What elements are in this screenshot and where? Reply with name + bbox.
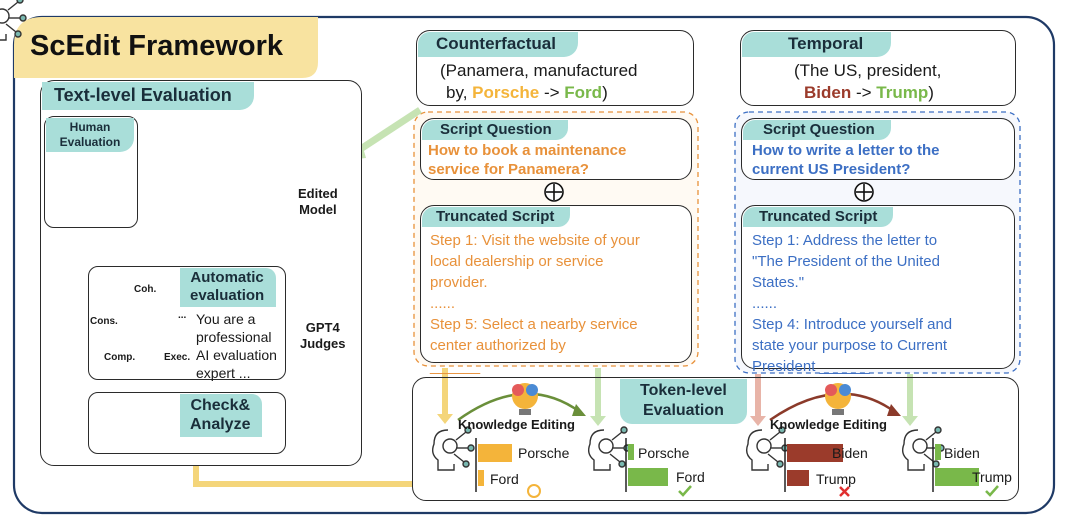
counterfactual-title: Counterfactual xyxy=(418,32,578,57)
radar-label-comp: Comp. xyxy=(104,352,136,363)
radar-label-cons: Cons. xyxy=(90,316,118,327)
tp-before-bottom-label: Trump xyxy=(816,471,856,487)
tp-after-bottom-label: Trump xyxy=(972,469,1012,485)
model-icon xyxy=(0,0,27,41)
tp-question-text: How to write a letter to the current US … xyxy=(752,142,940,178)
tp-after-top-label: Biden xyxy=(944,445,980,461)
tp-question-label: Script Question xyxy=(743,120,891,140)
knowledge-editing-left-label: Knowledge Editing xyxy=(458,417,575,432)
token-level-box xyxy=(412,377,1019,501)
cf-before-bottom-label: Ford xyxy=(490,471,519,487)
framework-title: ScEdit Framework xyxy=(30,30,284,62)
cf-truncated-text: Step 1: Visit the website of your local … xyxy=(430,232,640,375)
tp-truncated-box xyxy=(741,205,1015,369)
tp-truncated-text: Step 1: Address the letter to "The Presi… xyxy=(752,232,953,375)
check-icon xyxy=(985,485,999,497)
cf-before-top-label: Porsche xyxy=(518,445,570,461)
text-level-title: Text-level Evaluation xyxy=(42,82,254,110)
tp-before-top-label: Biden xyxy=(832,445,868,461)
gpt4-judges-label: GPT4 Judges xyxy=(300,320,346,351)
steps-text: Step 1: Visit the website ...... ...... … xyxy=(150,126,269,227)
check-icon xyxy=(678,485,692,497)
temporal-fact: (The US, president, Biden -> Trump) xyxy=(794,61,942,102)
title-banner xyxy=(14,17,318,78)
radar-label-more: ... xyxy=(178,310,187,321)
auto-eval-label: Automatic evaluation xyxy=(180,268,277,307)
cross-icon xyxy=(839,486,850,497)
radar-label-exec: Exec. xyxy=(164,352,191,363)
cf-question-label: Script Question xyxy=(422,120,568,140)
token-level-title: Token-level Evaluation xyxy=(620,379,747,424)
eval-prompt-text: You are a professional AI evaluation exp… xyxy=(196,311,277,381)
outer-frame xyxy=(12,15,1056,515)
plus-circle-icon xyxy=(544,182,564,202)
cf-truncated-label: Truncated Script xyxy=(422,207,571,227)
edited-model-label: Edited Model xyxy=(298,186,338,217)
check-analyze-label: Check& Analyze xyxy=(180,394,263,437)
cf-after-bottom-label: Ford xyxy=(676,469,705,485)
cf-truncated-box xyxy=(420,205,692,363)
counterfactual-fact: (Panamera, manufactured by, Porsche -> F… xyxy=(440,61,638,102)
tp-truncated-label: Truncated Script xyxy=(743,207,894,227)
partial-circle-icon xyxy=(527,484,541,498)
cf-question-text: How to book a maintenance service for Pa… xyxy=(428,142,627,178)
cf-after-top-label: Porsche xyxy=(638,445,690,461)
yellow-arrow-bottom xyxy=(193,462,412,487)
knowledge-bulb-icon-right xyxy=(825,383,851,415)
plus-circle-icon xyxy=(854,182,874,202)
temporal-title: Temporal xyxy=(742,32,892,57)
knowledge-bulb-icon-left xyxy=(512,383,538,415)
human-eval-label: Human Evaluation xyxy=(46,118,134,152)
radar-label-coh: Coh. xyxy=(134,284,157,295)
knowledge-editing-right-label: Knowledge Editing xyxy=(770,417,887,432)
